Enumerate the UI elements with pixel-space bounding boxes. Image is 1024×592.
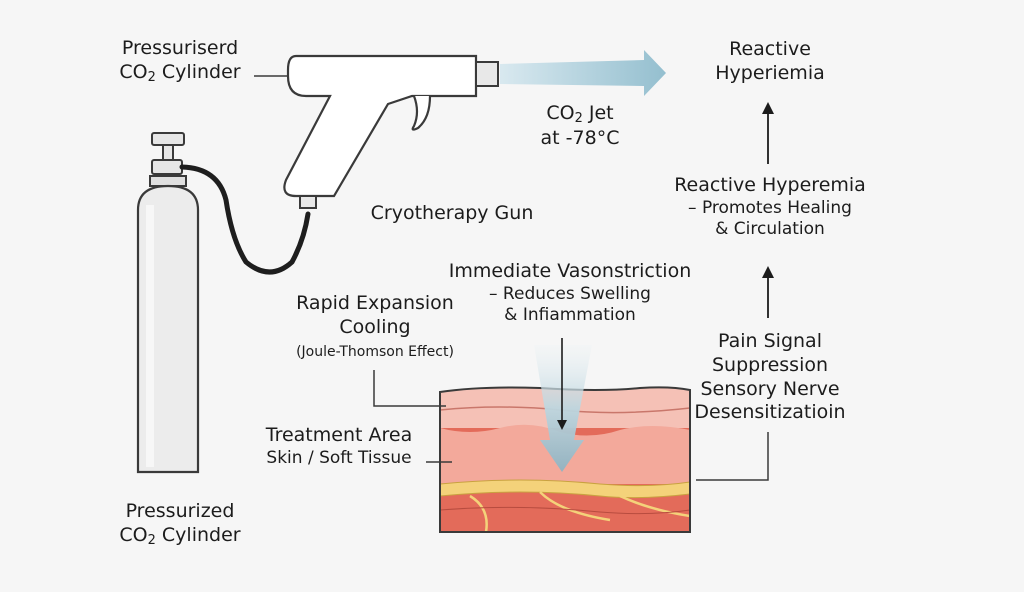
flow-arrow-1-head	[762, 102, 774, 114]
cylinder-valve-body	[151, 159, 183, 175]
vasoconstriction-line1: Immediate Vasonstriction	[448, 260, 692, 282]
pain-line4: Desensitizatioin	[694, 401, 846, 424]
cylinder-bottom-line1: Pressurized	[125, 500, 235, 522]
gas-hose	[179, 164, 311, 275]
vasoconstriction-line2: – Reduces Swelling	[489, 283, 651, 304]
cylinder-neck	[149, 175, 187, 187]
expansion-label: Rapid Expansion Cooling (Joule-Thomson E…	[270, 292, 480, 361]
expansion-line2: Cooling	[339, 315, 411, 338]
flow-arrow-2-head	[762, 266, 774, 278]
reactive-mid-line1: Reactive Hyperemia	[674, 174, 866, 196]
cryotherapy-gun	[283, 54, 499, 209]
jet-line1: CO2 Jet	[546, 102, 614, 127]
cylinder-top-label: Pressuriserd CO2 Cylinder	[100, 37, 260, 86]
expansion-line1: Rapid Expansion	[296, 292, 454, 314]
vasoconstriction-line3: & Infiammation	[504, 305, 636, 325]
reactive-mid-line2: – Promotes Healing	[688, 197, 852, 218]
reactive-top-line2: Hyperiemia	[715, 61, 825, 84]
cold-jet-down-arrow	[534, 345, 592, 472]
treatment-label: Treatment Area Skin / Soft Tissue	[246, 424, 432, 469]
cylinder-valve-handle	[151, 132, 185, 146]
co2-jet-arrow	[500, 50, 666, 96]
treatment-line1: Treatment Area	[265, 424, 413, 446]
cylinder-bottom-line2: CO2 Cylinder	[119, 523, 241, 548]
jet-label: CO2 Jet at -78°C	[510, 102, 650, 151]
jet-line2: at -78°C	[540, 127, 620, 150]
treatment-line2: Skin / Soft Tissue	[266, 447, 412, 468]
vasoconstriction-arrowhead	[557, 420, 567, 430]
co2-cylinder	[136, 132, 200, 474]
skin-outline	[439, 386, 691, 533]
cylinder-bottom-label: Pressurized CO2 Cylinder	[90, 500, 270, 549]
expansion-line3: (Joule-Thomson Effect)	[296, 343, 454, 360]
reactive-top-line1: Reactive	[729, 38, 811, 60]
pain-line3: Sensory Nerve	[700, 377, 840, 400]
gun-label: Cryotherapy Gun	[370, 202, 534, 224]
cylinder-top-line2: CO2 Cylinder	[119, 60, 241, 85]
gun-body	[283, 54, 478, 198]
pain-line2: Suppression	[711, 353, 829, 376]
gun-nozzle	[475, 61, 499, 87]
cylinder-top-line1: Pressuriserd	[121, 37, 239, 59]
reactive-mid-line3: & Circulation	[715, 219, 825, 239]
pain-label: Pain Signal Suppression Sensory Nerve De…	[686, 330, 854, 425]
vasoconstriction-label: Immediate Vasonstriction – Reduces Swell…	[430, 260, 710, 326]
pain-line1: Pain Signal	[718, 330, 822, 352]
reactive-mid-label: Reactive Hyperemia – Promotes Healing & …	[660, 174, 880, 240]
gun-trigger	[411, 95, 432, 131]
gun-hose-connector	[299, 195, 317, 209]
reactive-top-label: Reactive Hyperiemia	[690, 38, 850, 86]
expansion-leader	[373, 370, 446, 407]
pain-leader	[696, 432, 769, 481]
fat-layer	[440, 479, 690, 499]
